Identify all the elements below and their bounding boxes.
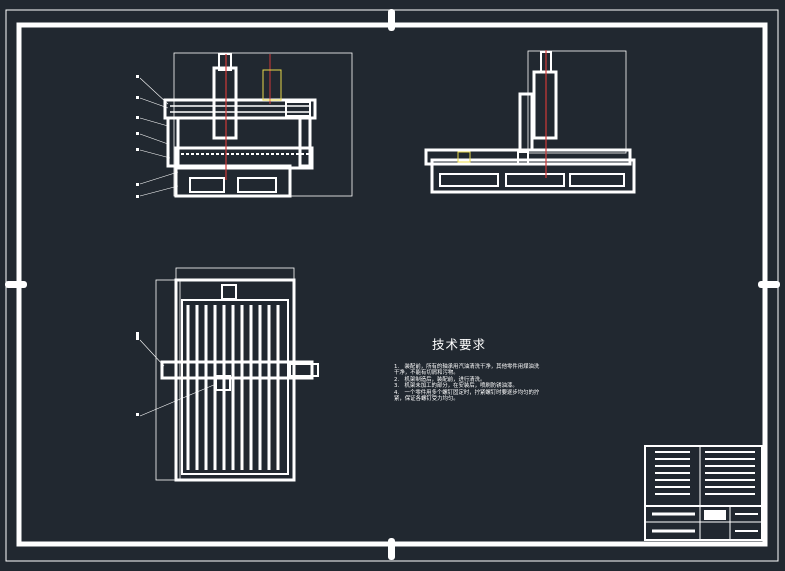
center-mark-top xyxy=(388,9,395,31)
side-view xyxy=(424,50,636,194)
top-view-leader-tags xyxy=(136,332,139,416)
technical-requirements-notes: 1. 装配前，所有的轴承用汽油清洗干净，其他零件用煤油洗干净，不能有切屑和污物。… xyxy=(394,364,544,402)
technical-requirements-title: 技术要求 xyxy=(432,337,487,352)
technical-note: 2. 机架制造后，装配前，进行清洗。 xyxy=(394,376,486,383)
front-view-accents xyxy=(225,54,282,180)
front-view-leader-tags xyxy=(136,75,139,198)
title-block xyxy=(644,445,763,541)
outer-sheet-border xyxy=(5,9,779,562)
front-view xyxy=(139,52,353,198)
technical-note: 3. 机架未加工的部分，在安装后，喷刷防锈油漆。 xyxy=(394,383,518,390)
center-mark-left xyxy=(5,281,27,288)
side-view-accents xyxy=(457,50,547,178)
technical-note: 4. 一个零件用多个螺钉固定时，拧紧螺钉时要逐步均匀的拧紧，保证各螺钉受力均匀。 xyxy=(394,389,540,403)
title-block-name-cell xyxy=(704,510,726,520)
inner-drawing-frame xyxy=(16,22,768,547)
center-mark-bottom xyxy=(388,538,395,560)
top-view xyxy=(139,267,319,482)
center-mark-right xyxy=(758,281,780,288)
technical-note: 1. 装配前，所有的轴承用汽油清洗干净，其他零件用煤油洗干净，不能有切屑和污物。 xyxy=(394,364,540,377)
